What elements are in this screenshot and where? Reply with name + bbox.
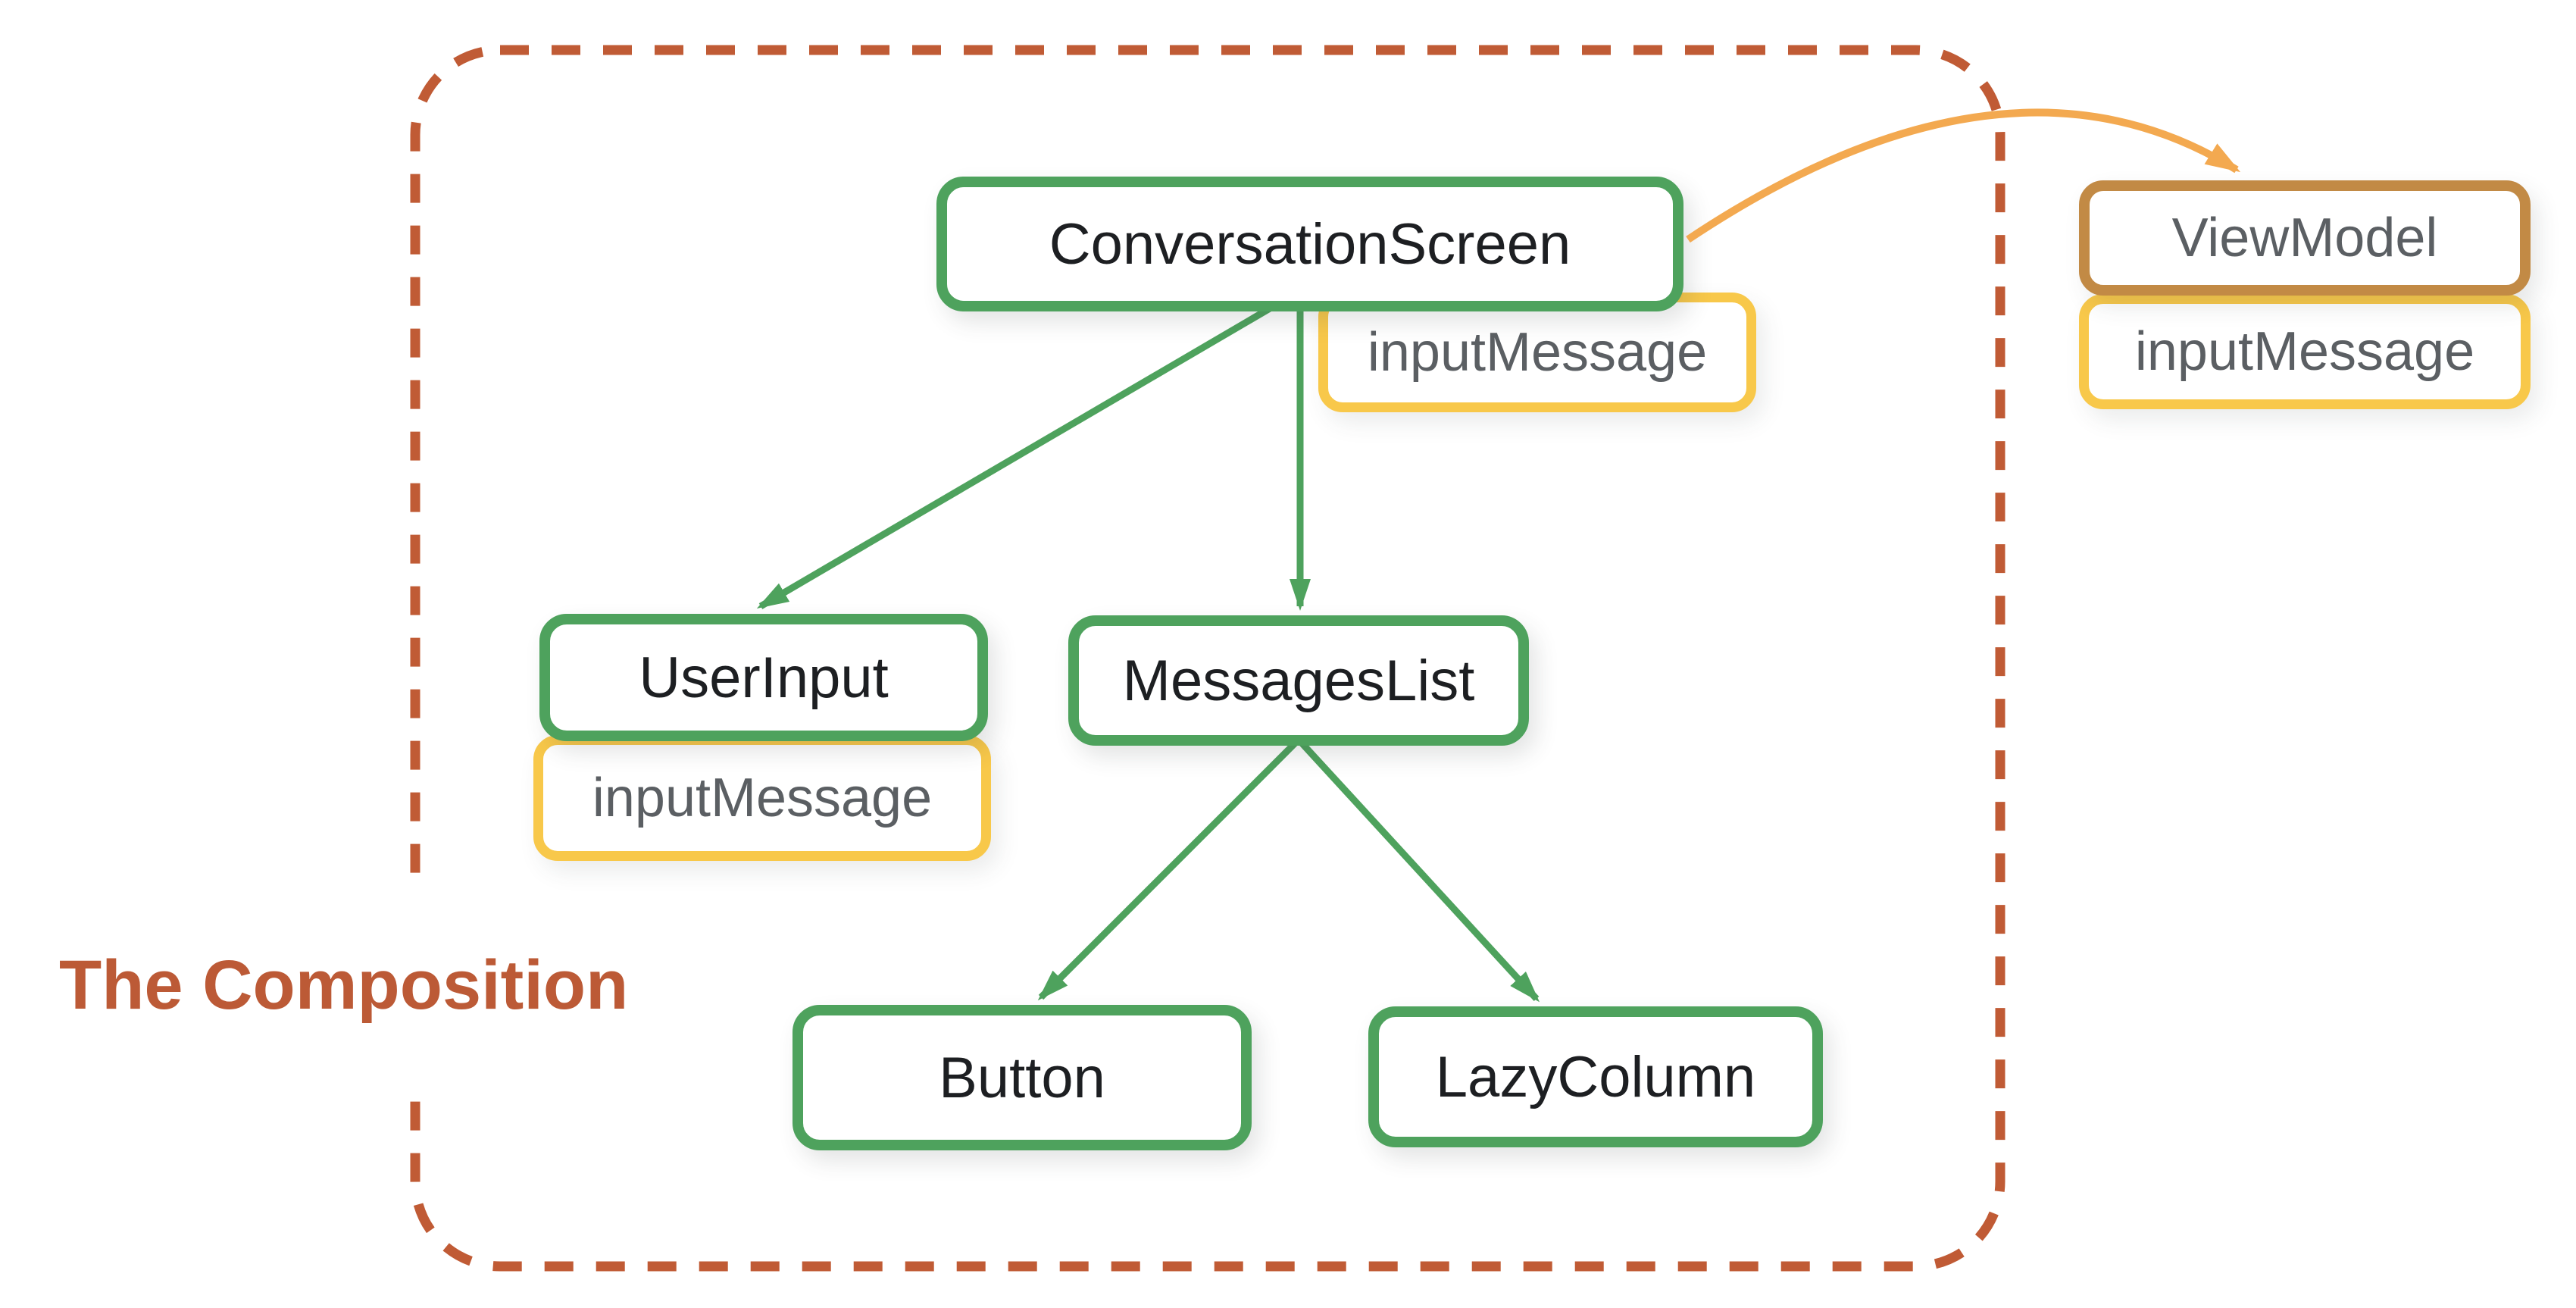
node-messageslist: MessagesList — [1068, 615, 1529, 746]
edge-messageslist-to-lazycolumn — [1296, 737, 1540, 1003]
node-userinput-label: UserInput — [639, 645, 889, 710]
diagram-title: The Composition — [59, 947, 629, 1024]
node-viewmodel: ViewModel — [2079, 180, 2531, 296]
node-userinput: UserInput — [539, 614, 988, 741]
edge-messageslist-to-button — [1037, 737, 1302, 1001]
node-lazycolumn: LazyColumn — [1368, 1006, 1823, 1147]
node-button-label: Button — [939, 1045, 1105, 1110]
edge-conversationscreen-to-userinput — [756, 300, 1281, 609]
node-userinput-inputmessage: inputMessage — [533, 735, 991, 861]
node-inputmessage-label: inputMessage — [2134, 321, 2475, 382]
node-inputmessage-label: inputMessage — [592, 768, 933, 828]
node-lazycolumn-label: LazyColumn — [1435, 1044, 1756, 1109]
node-button: Button — [792, 1005, 1252, 1150]
node-messageslist-label: MessagesList — [1122, 648, 1475, 713]
node-conversationscreen-label: ConversationScreen — [1049, 211, 1571, 277]
node-conversationscreen: ConversationScreen — [936, 177, 1683, 311]
node-viewmodel-inputmessage: inputMessage — [2079, 294, 2531, 409]
node-viewmodel-label: ViewModel — [2171, 208, 2438, 268]
node-inputmessage-label: inputMessage — [1367, 322, 1708, 383]
